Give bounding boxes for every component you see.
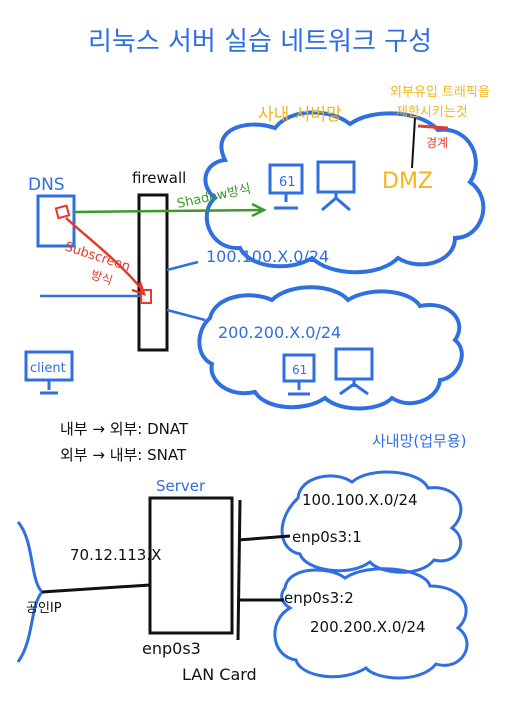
shadow-connection	[73, 208, 263, 214]
fw-to-net2-line	[166, 308, 206, 322]
internal-office-label: 사내망(업무용)	[372, 432, 467, 450]
client-label: client	[30, 361, 66, 376]
top-net2-label: 200.200.X.0/24	[218, 323, 341, 342]
firewall-label: firewall	[132, 169, 186, 187]
internal-office-monitor-2	[334, 347, 374, 396]
monitor-mark-2: 61	[292, 363, 307, 377]
dmz-pointer	[411, 117, 416, 169]
internal-server-cloud	[203, 110, 486, 275]
dmz-note-strike	[417, 124, 449, 130]
firewall-box	[137, 193, 169, 352]
dns-red-marker	[54, 204, 71, 220]
top-net1-label: 100.100.X.0/24	[206, 247, 329, 266]
subscreen-label-line2: 방식	[89, 268, 114, 288]
dns-server-box	[36, 194, 76, 248]
fw-to-net1-line	[166, 260, 199, 272]
subscreen-arrow	[65, 217, 145, 293]
internal-server-net-label: 사내 서버망	[258, 105, 342, 125]
server-label: Server	[156, 477, 206, 495]
nat-line-1: 내부 → 외부: DNAT	[60, 420, 189, 438]
internal-office-monitor-1: 61	[282, 353, 316, 396]
iface2-label: enp0s3:2	[284, 589, 354, 607]
iface1-line	[237, 534, 291, 542]
shadow-label: Shadow방식	[176, 182, 253, 212]
monitor-mark-1: 61	[279, 175, 296, 190]
shadow-arrowhead	[251, 202, 267, 218]
dmz-note-strike-text: 경계	[426, 136, 448, 150]
public-line	[41, 583, 151, 594]
internal-server-monitor-1: 61	[268, 163, 304, 210]
dmz-label: DMZ	[382, 169, 433, 194]
internal-server-monitor-2	[316, 160, 356, 212]
iface1-label: enp0s3:1	[292, 528, 362, 546]
public-ip-note: 공인IP	[26, 601, 62, 616]
bottom-net2-label: 200.200.X.0/24	[310, 618, 426, 636]
bottom-net2-cloud	[273, 567, 469, 680]
server-side-line	[236, 499, 242, 641]
lancard-label: LAN Card	[182, 665, 257, 684]
dns-label: DNS	[28, 175, 65, 195]
subscreen-arrowhead	[131, 281, 146, 296]
dmz-note-line2: 제한시키는것	[396, 105, 468, 120]
server-box	[148, 496, 234, 635]
bottom-net1-cloud	[280, 470, 463, 574]
public-ip-label: 70.12.113.X	[70, 546, 161, 564]
bottom-net1-label: 100.100.X.0/24	[302, 491, 418, 509]
dmz-note-line1: 외부유입 트래픽을	[390, 85, 490, 100]
nat-line-2: 외부 → 내부: SNAT	[60, 446, 187, 464]
page-title: 리눅스 서버 실습 네트워크 구성	[88, 27, 432, 57]
firewall-red-marker	[140, 289, 152, 304]
internet-bracket	[16, 521, 45, 663]
internal-office-cloud	[197, 285, 464, 411]
iface-main-label: enp0s3	[142, 639, 201, 658]
